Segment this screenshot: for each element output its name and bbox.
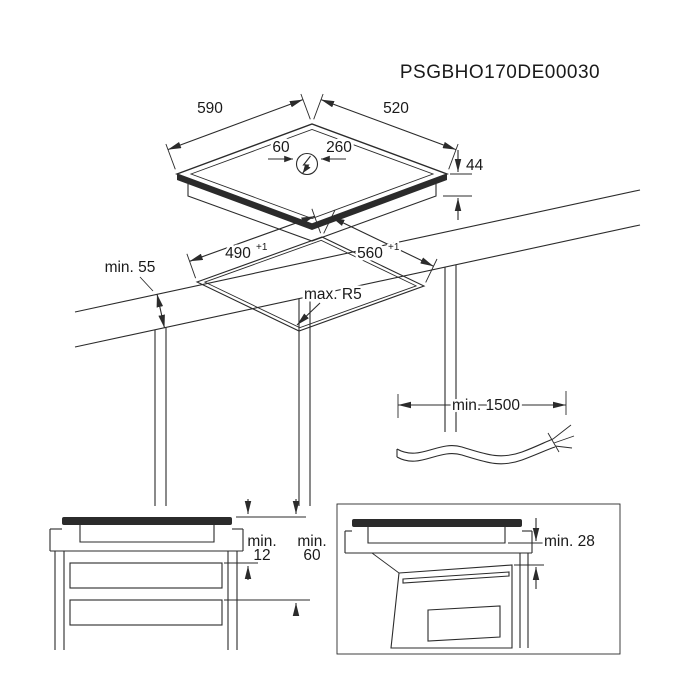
dimension-hob-height: 44: [443, 150, 486, 220]
hob-side-glass: [62, 517, 232, 525]
hob-side-body: [79, 525, 215, 543]
dimension-corner-radius: max. R5: [296, 284, 364, 326]
hob-side-body-right: [367, 527, 506, 544]
dimension-hob-depth: 520: [313, 93, 459, 170]
cutout-depth-label: 560: [357, 245, 383, 262]
dimension-oven-gap: min. 28: [508, 518, 597, 589]
dimension-cutout-depth: 560 +1: [323, 209, 438, 283]
worktop-side-right: [344, 530, 533, 554]
dimension-left-clearances: min. 12 min. 60: [224, 499, 329, 617]
oven-handle: [402, 571, 510, 584]
clearance2-prefix: min.: [297, 533, 326, 550]
cutout-width-label: 490: [225, 245, 251, 262]
cutout-width-tolerance: +1: [256, 242, 268, 253]
hob-width-label: 590: [197, 100, 223, 117]
hob-height-label: 44: [466, 157, 484, 174]
dimension-front-distance: min. 55: [102, 257, 166, 329]
lightning-bolt-icon: [302, 155, 311, 174]
cable-icon: [396, 424, 575, 465]
hob-side-glass-right: [352, 519, 522, 527]
hob-isometric-drawing: 590 520 44 60 260: [165, 93, 486, 242]
hob-glass-inner-border: [189, 129, 435, 219]
dimension-cutout-width: 490 +1: [186, 208, 322, 279]
cable-length-label: min. 1500: [452, 397, 520, 414]
connection-offset-right-label: 260: [326, 139, 352, 156]
cabinet-clearance-left-drawing: min. 12 min. 60: [49, 499, 329, 650]
hob-depth-label: 520: [383, 100, 409, 117]
cutout-depth-tolerance: +1: [388, 242, 400, 253]
worktop-front-edge-bottom: [74, 224, 641, 348]
power-connection-circle: [295, 152, 319, 176]
clearance1-prefix: min.: [247, 533, 276, 550]
oven-gap-label: min. 28: [544, 533, 595, 550]
product-code: PSGBHO170DE00030: [400, 62, 600, 83]
clearance2-value: 60: [303, 547, 321, 564]
clearance1-value: 12: [253, 547, 270, 564]
drawer-bottom: [69, 599, 223, 626]
oven-icon: [371, 552, 529, 649]
hob-front-edge: [177, 174, 447, 230]
drawer-top: [69, 562, 223, 589]
built-under-oven-drawing: min. 28: [336, 503, 621, 655]
cabinet-panels: [54, 551, 238, 650]
oven-door: [427, 605, 501, 642]
dimension-hob-width: 590: [165, 93, 311, 170]
corner-radius-label: max. R5: [304, 286, 362, 303]
worktop-cutout-drawing: 490 +1 560 +1 min. 55 max. R5: [74, 189, 641, 506]
connection-offset-left-label: 60: [272, 139, 290, 156]
cable-drawing: min. 1500: [396, 391, 575, 465]
front-distance-label: min. 55: [105, 259, 156, 276]
worktop-side: [49, 528, 244, 552]
figure-frame: [336, 503, 621, 655]
power-connection: 60 260: [268, 137, 355, 176]
